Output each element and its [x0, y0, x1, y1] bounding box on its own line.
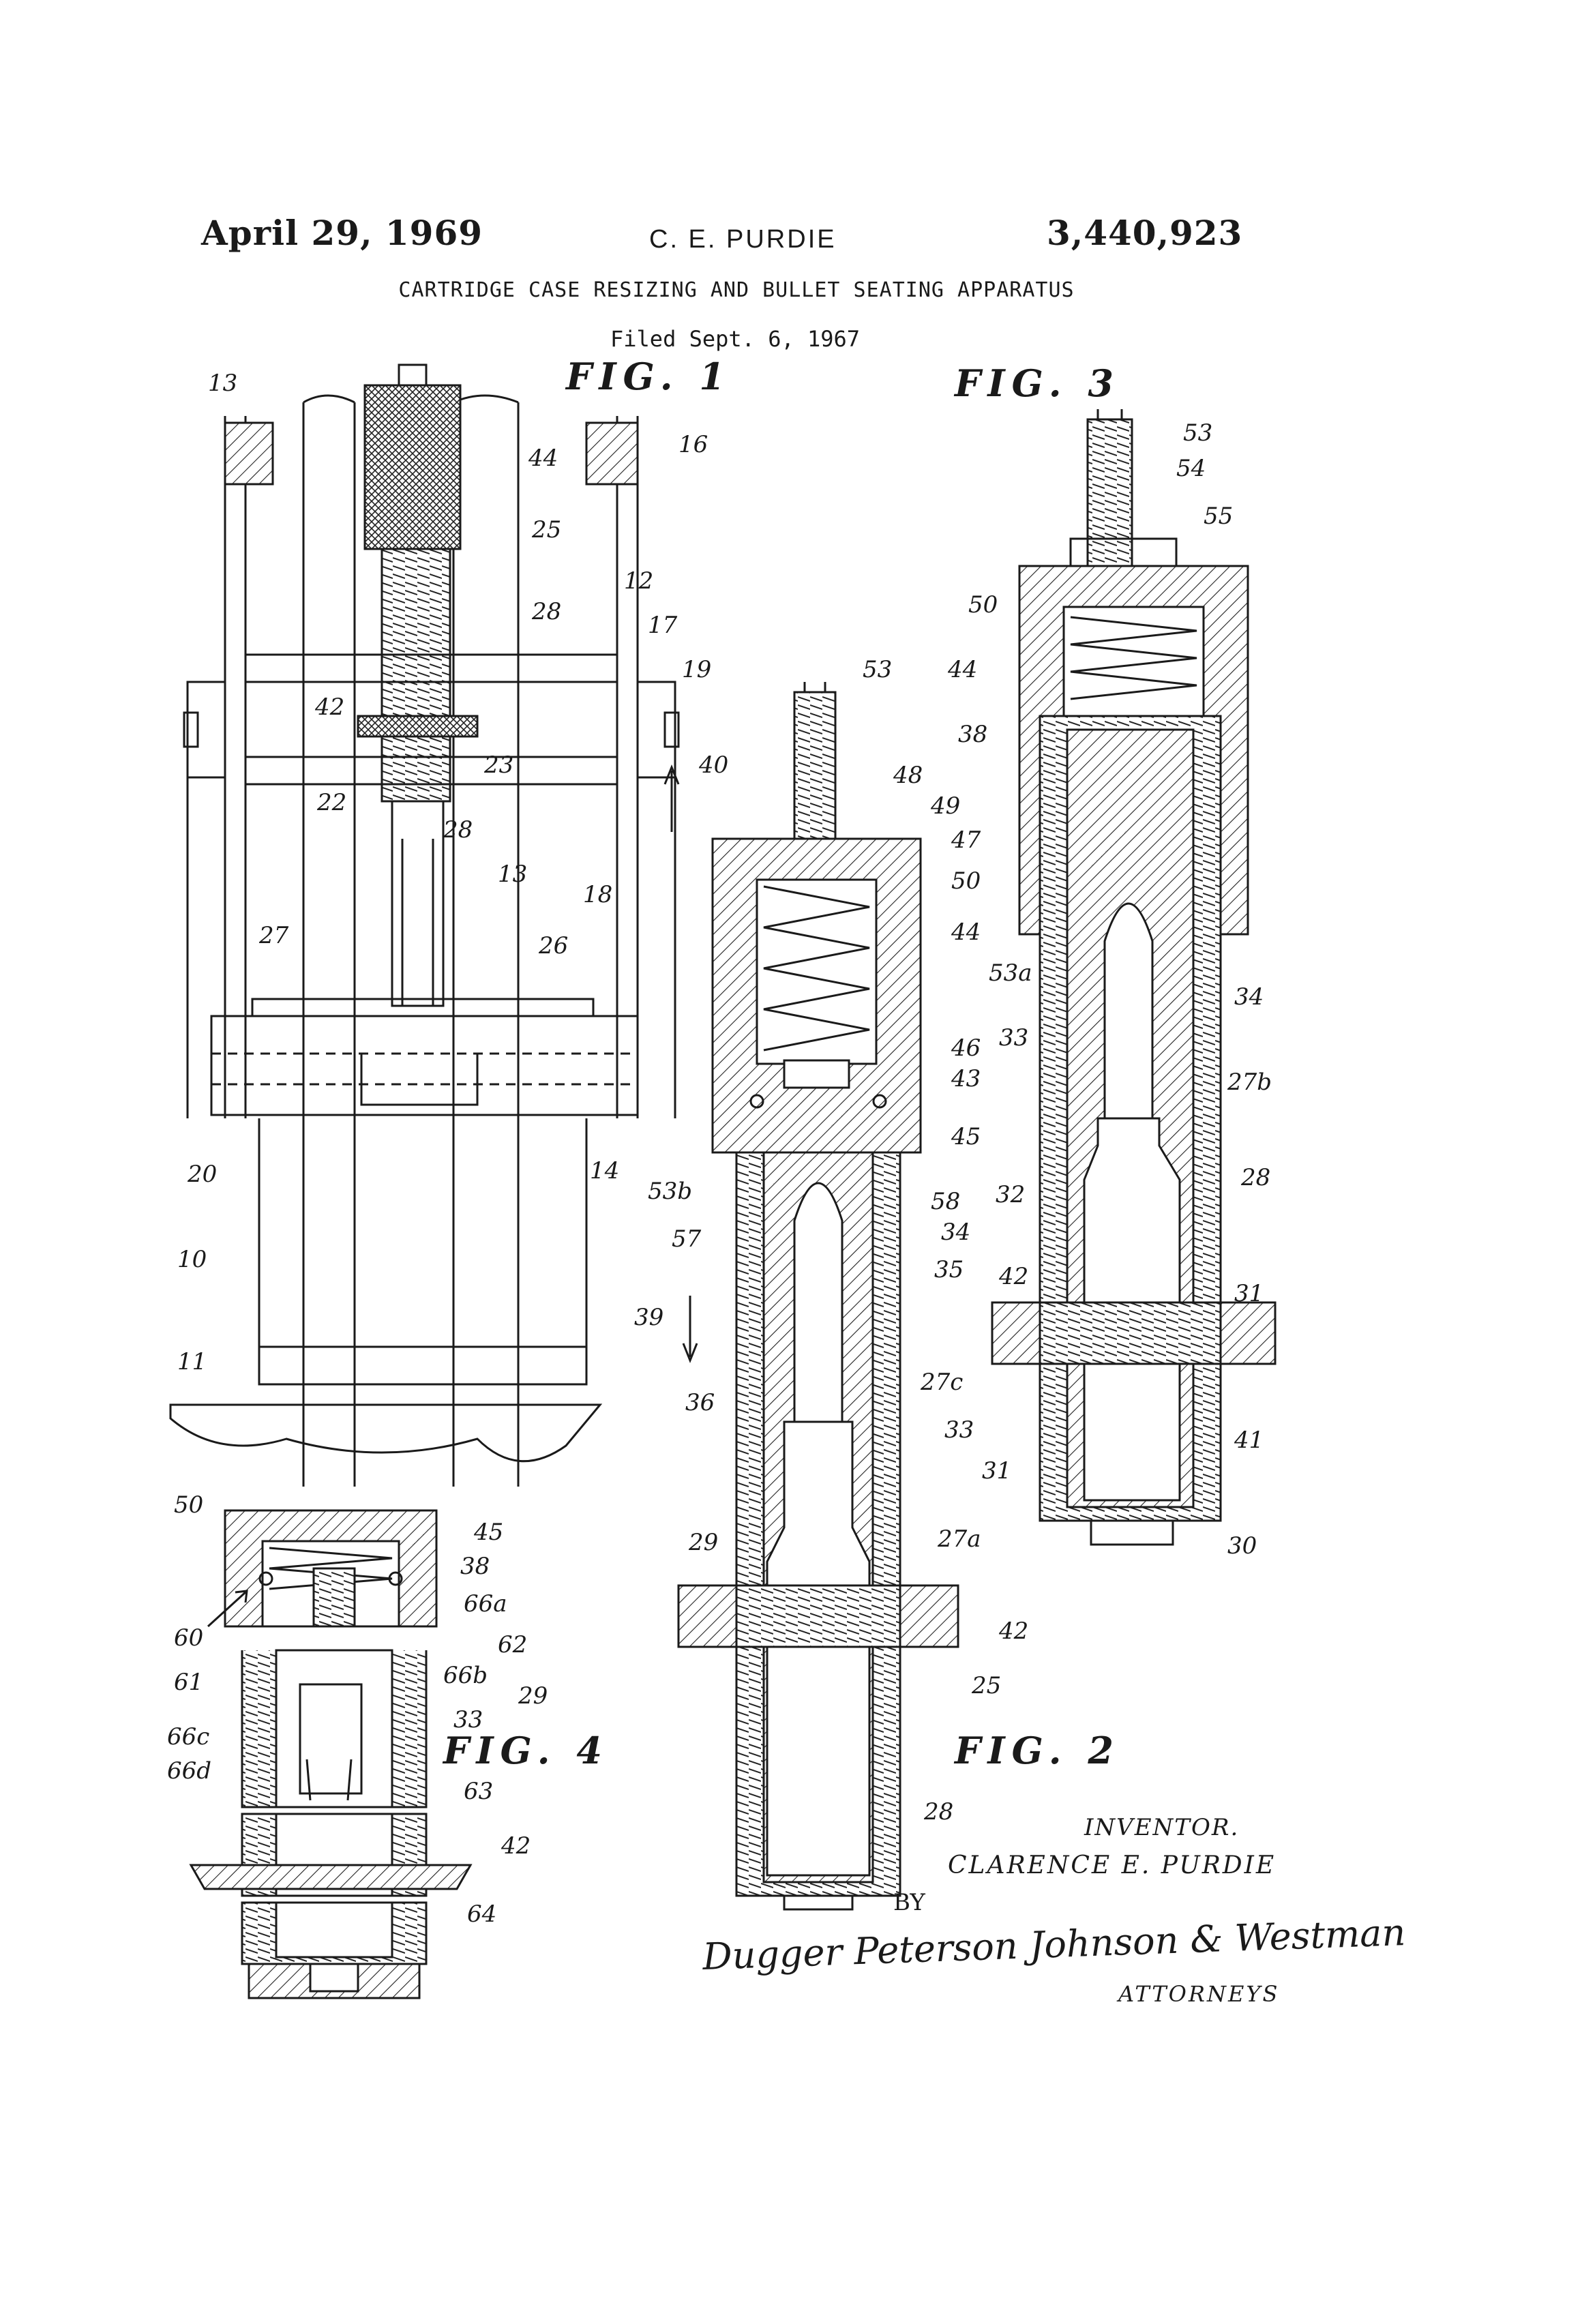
ref-numeral: 33: [999, 1024, 1029, 1052]
ref-numeral: 40: [699, 751, 729, 779]
ref-numeral: 58: [931, 1188, 961, 1215]
ref-numeral: 19: [682, 656, 712, 683]
ref-numeral: 38: [958, 721, 988, 748]
ref-numeral: 14: [590, 1157, 620, 1185]
ref-numeral: 27: [259, 922, 289, 949]
inventor-name: CLARENCE E. PURDIE: [948, 1851, 1277, 1879]
ref-numeral: 10: [177, 1246, 207, 1273]
ref-numeral: 29: [689, 1529, 719, 1556]
ref-numeral: 64: [467, 1901, 497, 1928]
ref-numeral: 63: [464, 1778, 494, 1805]
ref-numeral: 41: [1234, 1427, 1264, 1454]
ref-numeral: 30: [1227, 1532, 1257, 1560]
ref-numeral: 53: [863, 656, 893, 683]
fig4-drawing: [189, 1509, 473, 1999]
ref-numeral: 27c: [921, 1369, 964, 1396]
fig2-drawing: [677, 682, 959, 1911]
ref-numeral: 33: [453, 1706, 483, 1733]
fig4-label: FIG. 4: [443, 1729, 609, 1772]
ref-numeral: 27a: [938, 1525, 981, 1553]
ref-numeral: 27b: [1227, 1069, 1272, 1096]
fig2-label: FIG. 2: [955, 1729, 1120, 1772]
ref-numeral: 31: [1234, 1280, 1264, 1307]
ref-numeral: 13: [498, 861, 528, 888]
ref-numeral: 25: [532, 516, 562, 543]
ref-numeral: 25: [972, 1672, 1002, 1699]
inventor-label: INVENTOR.: [1084, 1814, 1240, 1841]
ref-numeral: 42: [999, 1263, 1029, 1290]
ref-numeral: 55: [1204, 503, 1234, 530]
ref-numeral: 35: [934, 1256, 964, 1283]
ref-numeral: 11: [177, 1348, 207, 1375]
ref-numeral: 66a: [464, 1590, 507, 1618]
ref-numeral: 33: [944, 1416, 974, 1444]
ref-numeral: 53a: [989, 959, 1032, 987]
ref-numeral: 57: [672, 1225, 702, 1253]
ref-numeral: 39: [634, 1304, 664, 1331]
ref-numeral: 53: [1183, 419, 1213, 447]
ref-numeral: 20: [188, 1161, 218, 1188]
filed-date: Filed Sept. 6, 1967: [610, 326, 861, 352]
ref-numeral: 47: [951, 826, 981, 854]
ref-numeral: 32: [996, 1181, 1026, 1208]
ref-numeral: 34: [941, 1219, 971, 1246]
ref-numeral: 62: [498, 1631, 528, 1658]
ref-numeral: 43: [951, 1065, 981, 1092]
ref-numeral: 28: [443, 816, 473, 844]
fig1-label: FIG. 1: [566, 355, 732, 398]
patent-title: CARTRIDGE CASE RESIZING AND BULLET SEATI…: [398, 278, 1075, 302]
ref-numeral: 34: [1234, 983, 1264, 1011]
ref-numeral: 17: [648, 612, 678, 639]
ref-numeral: 23: [484, 751, 514, 779]
ref-numeral: 50: [968, 591, 998, 619]
ref-numeral: 28: [1241, 1164, 1271, 1191]
ref-numeral: 13: [208, 370, 238, 397]
ref-numeral: 42: [501, 1832, 531, 1860]
ref-numeral: 50: [951, 867, 981, 895]
ref-numeral: 44: [951, 919, 981, 946]
ref-numeral: 48: [893, 762, 923, 789]
ref-numeral: 42: [315, 694, 345, 721]
by-label: BY: [893, 1889, 925, 1916]
ref-numeral: 26: [539, 932, 569, 959]
ref-numeral: 22: [317, 789, 347, 816]
ref-numeral: 50: [174, 1491, 204, 1519]
ref-numeral: 42: [999, 1618, 1029, 1645]
ref-numeral: 66b: [443, 1662, 488, 1689]
patent-number: 3,440,923: [1047, 213, 1243, 253]
ref-numeral: 31: [982, 1457, 1012, 1485]
ref-numeral: 36: [685, 1389, 715, 1416]
ref-numeral: 38: [460, 1553, 490, 1580]
fig3-drawing: [991, 409, 1277, 1546]
ref-numeral: 29: [518, 1682, 548, 1710]
ref-numeral: 49: [931, 792, 961, 820]
ref-numeral: 66c: [167, 1723, 210, 1751]
attorneys-label: ATTORNEYS: [1118, 1981, 1280, 2007]
ref-numeral: 18: [583, 881, 613, 908]
ref-numeral: 46: [951, 1034, 981, 1062]
ref-numeral: 60: [174, 1624, 204, 1652]
inventor-header: C. E. PURDIE: [649, 225, 837, 254]
ref-numeral: 44: [528, 445, 558, 472]
ref-numeral: 28: [532, 598, 562, 625]
ref-numeral: 61: [174, 1669, 204, 1696]
ref-numeral: 16: [678, 431, 708, 458]
ref-numeral: 28: [924, 1798, 954, 1826]
patent-date: April 29, 1969: [201, 213, 483, 253]
ref-numeral: 45: [951, 1123, 981, 1150]
ref-numeral: 66d: [167, 1757, 212, 1785]
ref-numeral: 54: [1176, 455, 1206, 482]
ref-numeral: 53b: [648, 1178, 693, 1205]
fig1-drawing: [169, 363, 680, 1487]
ref-numeral: 12: [624, 567, 654, 595]
fig3-label: FIG. 3: [955, 361, 1120, 405]
ref-numeral: 44: [948, 656, 978, 683]
ref-numeral: 45: [474, 1519, 504, 1546]
